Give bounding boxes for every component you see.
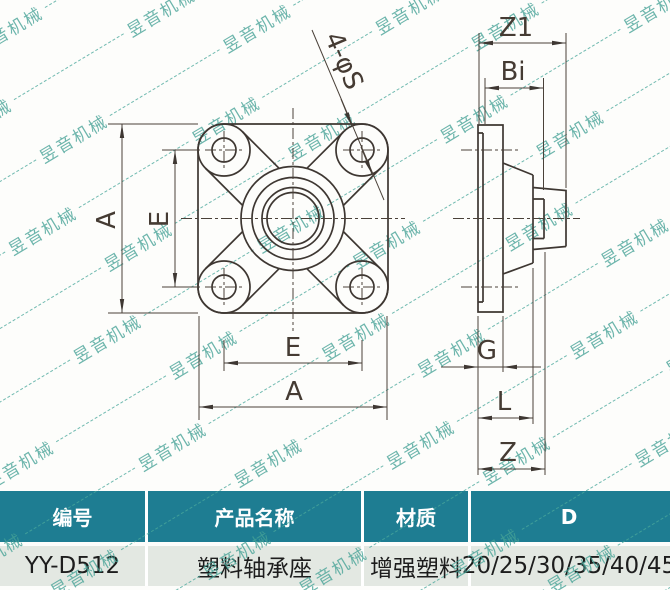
cell-name: 塑料轴承座 <box>148 546 364 586</box>
side-view <box>453 124 580 313</box>
cell-material: 增强塑料 <box>364 546 471 586</box>
table-header-row: 编号 产品名称 材质 D <box>0 491 670 542</box>
extension-lines <box>108 33 567 475</box>
corner-ribs <box>204 130 382 307</box>
cell-d-values: 20/25/30/35/40/45 <box>461 553 670 579</box>
product-table: 编号 产品名称 材质 D YY-D512 塑料轴承座 增强塑料 20/25/30… <box>0 491 670 586</box>
side-centerlines <box>453 149 580 288</box>
dimension-labels: A E E A 4-φS Z1 Bi G L Z <box>92 13 533 468</box>
label-e-bottom: E <box>285 333 301 363</box>
front-view <box>181 108 405 331</box>
label-a-left: A <box>92 211 122 229</box>
cell-model: YY-D512 <box>0 546 148 586</box>
header-cell-number: 编号 <box>0 491 148 542</box>
label-e-left: E <box>145 211 175 227</box>
callout-arrow-2 <box>360 146 373 175</box>
callout-arrow-1 <box>340 98 353 127</box>
header-cell-d: D <box>560 504 578 529</box>
label-l: L <box>497 387 512 417</box>
header-cell-material: 材质 <box>364 491 471 542</box>
label-bi: Bi <box>500 57 525 87</box>
dimensions <box>108 29 567 475</box>
label-g: G <box>477 336 497 366</box>
header-cell-name: 产品名称 <box>148 491 364 542</box>
label-a-bottom: A <box>285 377 303 407</box>
technical-drawing: A E E A 4-φS Z1 Bi G L Z <box>92 13 580 475</box>
label-z1: Z1 <box>499 13 533 43</box>
table-data-row: YY-D512 塑料轴承座 增强塑料 20/25/30/35/40/45 <box>0 546 670 586</box>
front-centerlines <box>181 108 405 331</box>
label-z: Z <box>499 438 517 468</box>
